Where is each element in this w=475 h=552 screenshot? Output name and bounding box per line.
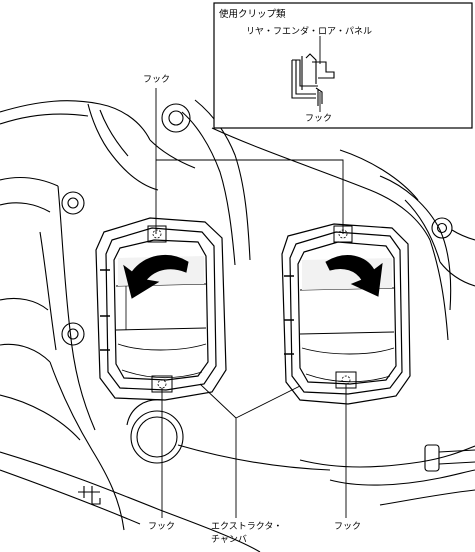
extractor-chamber-left — [95, 217, 227, 401]
label-hook-bottom-right: フック — [334, 521, 361, 532]
extractor-chamber-right — [281, 223, 411, 405]
rotate-arrow-right-icon — [325, 255, 383, 297]
inset-hook-label: フック — [305, 113, 332, 124]
inset-clip-label: リヤ・フエンダ・ロア・パネル — [246, 25, 372, 37]
label-extractor-chamber-line1: エクストラクタ・ — [211, 521, 282, 532]
leader-lines — [155, 88, 347, 518]
clip-icon — [291, 53, 335, 106]
label-hook-bottom-left: フック — [148, 521, 175, 532]
label-extractor-chamber-line2: チャンバ — [211, 534, 247, 545]
clip-detail-inset: 使用クリップ類 リヤ・フエンダ・ロア・パネル フック — [213, 2, 473, 129]
label-hook-top: フック — [143, 74, 170, 85]
rotate-arrow-left-icon — [123, 254, 189, 299]
inset-title: 使用クリップ類 — [219, 8, 286, 20]
body-panel-outline — [0, 99, 475, 552]
